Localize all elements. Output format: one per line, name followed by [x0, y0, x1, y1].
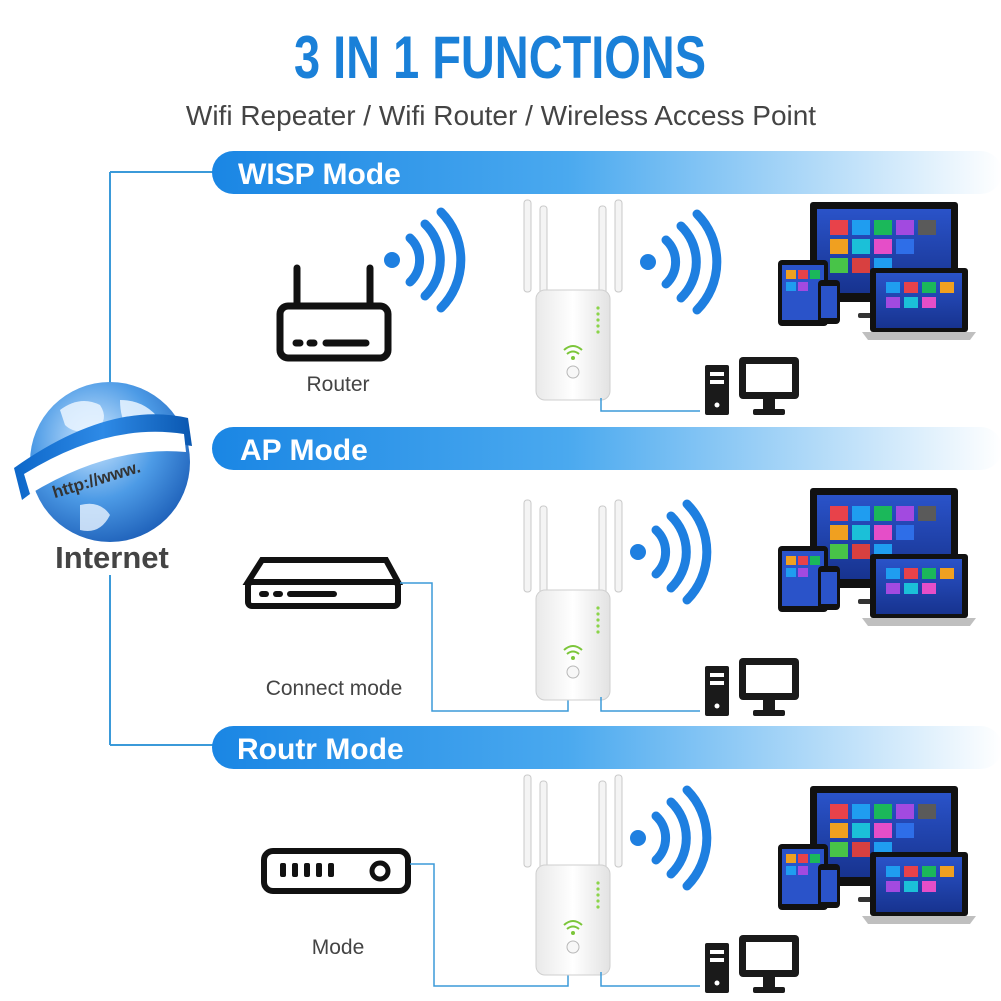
internet-label: Internet	[55, 540, 169, 575]
routr-mode-banner	[212, 726, 1001, 769]
wisp-desktop-pc-icon	[705, 357, 799, 415]
routr-client-devices-icon	[778, 786, 976, 924]
wisp-client-devices-icon	[778, 202, 976, 340]
ap-mode-banner	[212, 427, 1001, 470]
routr-mode-title: Routr Mode	[237, 733, 404, 766]
wisp-extender-wifi-icon	[640, 214, 717, 310]
routr-extender-to-pc-line	[600, 972, 700, 987]
wisp-mode-section: WISP Mode Router	[212, 151, 1001, 415]
wisp-router-wifi-icon	[384, 212, 461, 308]
wisp-source-label: Router	[306, 373, 369, 396]
internet-globe-icon	[14, 382, 192, 542]
modem-switch-icon	[261, 848, 411, 894]
routr-mode-section: Routr Mode Mode	[212, 726, 1001, 993]
routr-desktop-pc-icon	[705, 935, 799, 993]
router-icon	[276, 264, 392, 362]
ap-desktop-pc-icon	[705, 658, 799, 716]
internet-trunk-line	[109, 171, 215, 746]
wisp-extender-to-pc-line	[600, 398, 700, 412]
routr-source-label: Mode	[312, 936, 365, 959]
wisp-extender-icon	[523, 199, 623, 401]
ap-extender-wifi-icon	[630, 504, 707, 600]
page-subtitle: Wifi Repeater / Wifi Router / Wireless A…	[186, 100, 816, 131]
modem-box-icon	[242, 557, 404, 609]
ap-client-devices-icon	[778, 488, 976, 626]
routr-extender-icon	[523, 774, 623, 976]
ap-source-label: Connect mode	[266, 677, 403, 700]
ap-mode-section: AP Mode Connect mode	[212, 427, 1001, 716]
page-title: 3 IN 1 FUNCTIONS	[294, 24, 706, 91]
routr-modem-to-extender-line	[410, 863, 569, 987]
ap-mode-title: AP Mode	[240, 434, 368, 467]
ap-extender-to-pc-line	[600, 697, 700, 712]
ap-modem-to-extender-line	[400, 582, 569, 712]
wisp-mode-banner	[212, 151, 1001, 194]
wisp-mode-title: WISP Mode	[238, 158, 401, 191]
routr-extender-wifi-icon	[630, 790, 707, 886]
ap-extender-icon	[523, 499, 623, 701]
